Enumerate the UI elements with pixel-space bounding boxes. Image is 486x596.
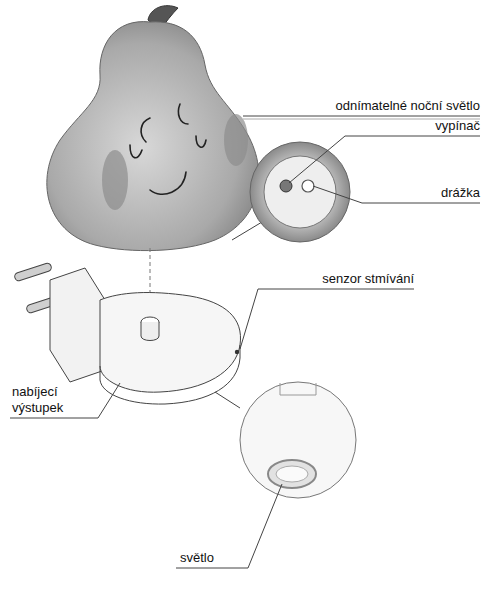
inset-line [232,222,262,240]
pear-cheek [102,150,128,210]
inset-circle [240,382,356,498]
leader-line [176,484,282,568]
leader-line [243,116,480,117]
part-label: nabíjecí výstupek [12,384,92,416]
groove-symbol [302,180,314,192]
part-label: odnímatelné noční světlo [335,98,480,114]
inset-inner [264,156,336,228]
inset-circle [250,142,350,242]
light-lens [268,460,316,488]
base-body [100,293,241,393]
pear-cheek [224,114,248,166]
dimming-sensor [235,350,239,354]
part-label: světlo [180,550,214,566]
leader-line [289,136,480,183]
pear-body [47,22,259,251]
plug-housing [50,268,105,382]
inset-notch [280,383,316,395]
part-label: vypínač [435,118,480,134]
part-label: senzor stmívání [322,271,414,287]
light-lens-inner [276,466,308,482]
part-label: drážka [441,185,480,201]
charging-post [141,322,159,341]
inset-line [215,392,240,408]
leader-line [10,383,120,418]
pear-face [130,104,206,194]
leader-line [313,186,480,203]
base-side [100,345,240,404]
leader-line [240,289,414,349]
